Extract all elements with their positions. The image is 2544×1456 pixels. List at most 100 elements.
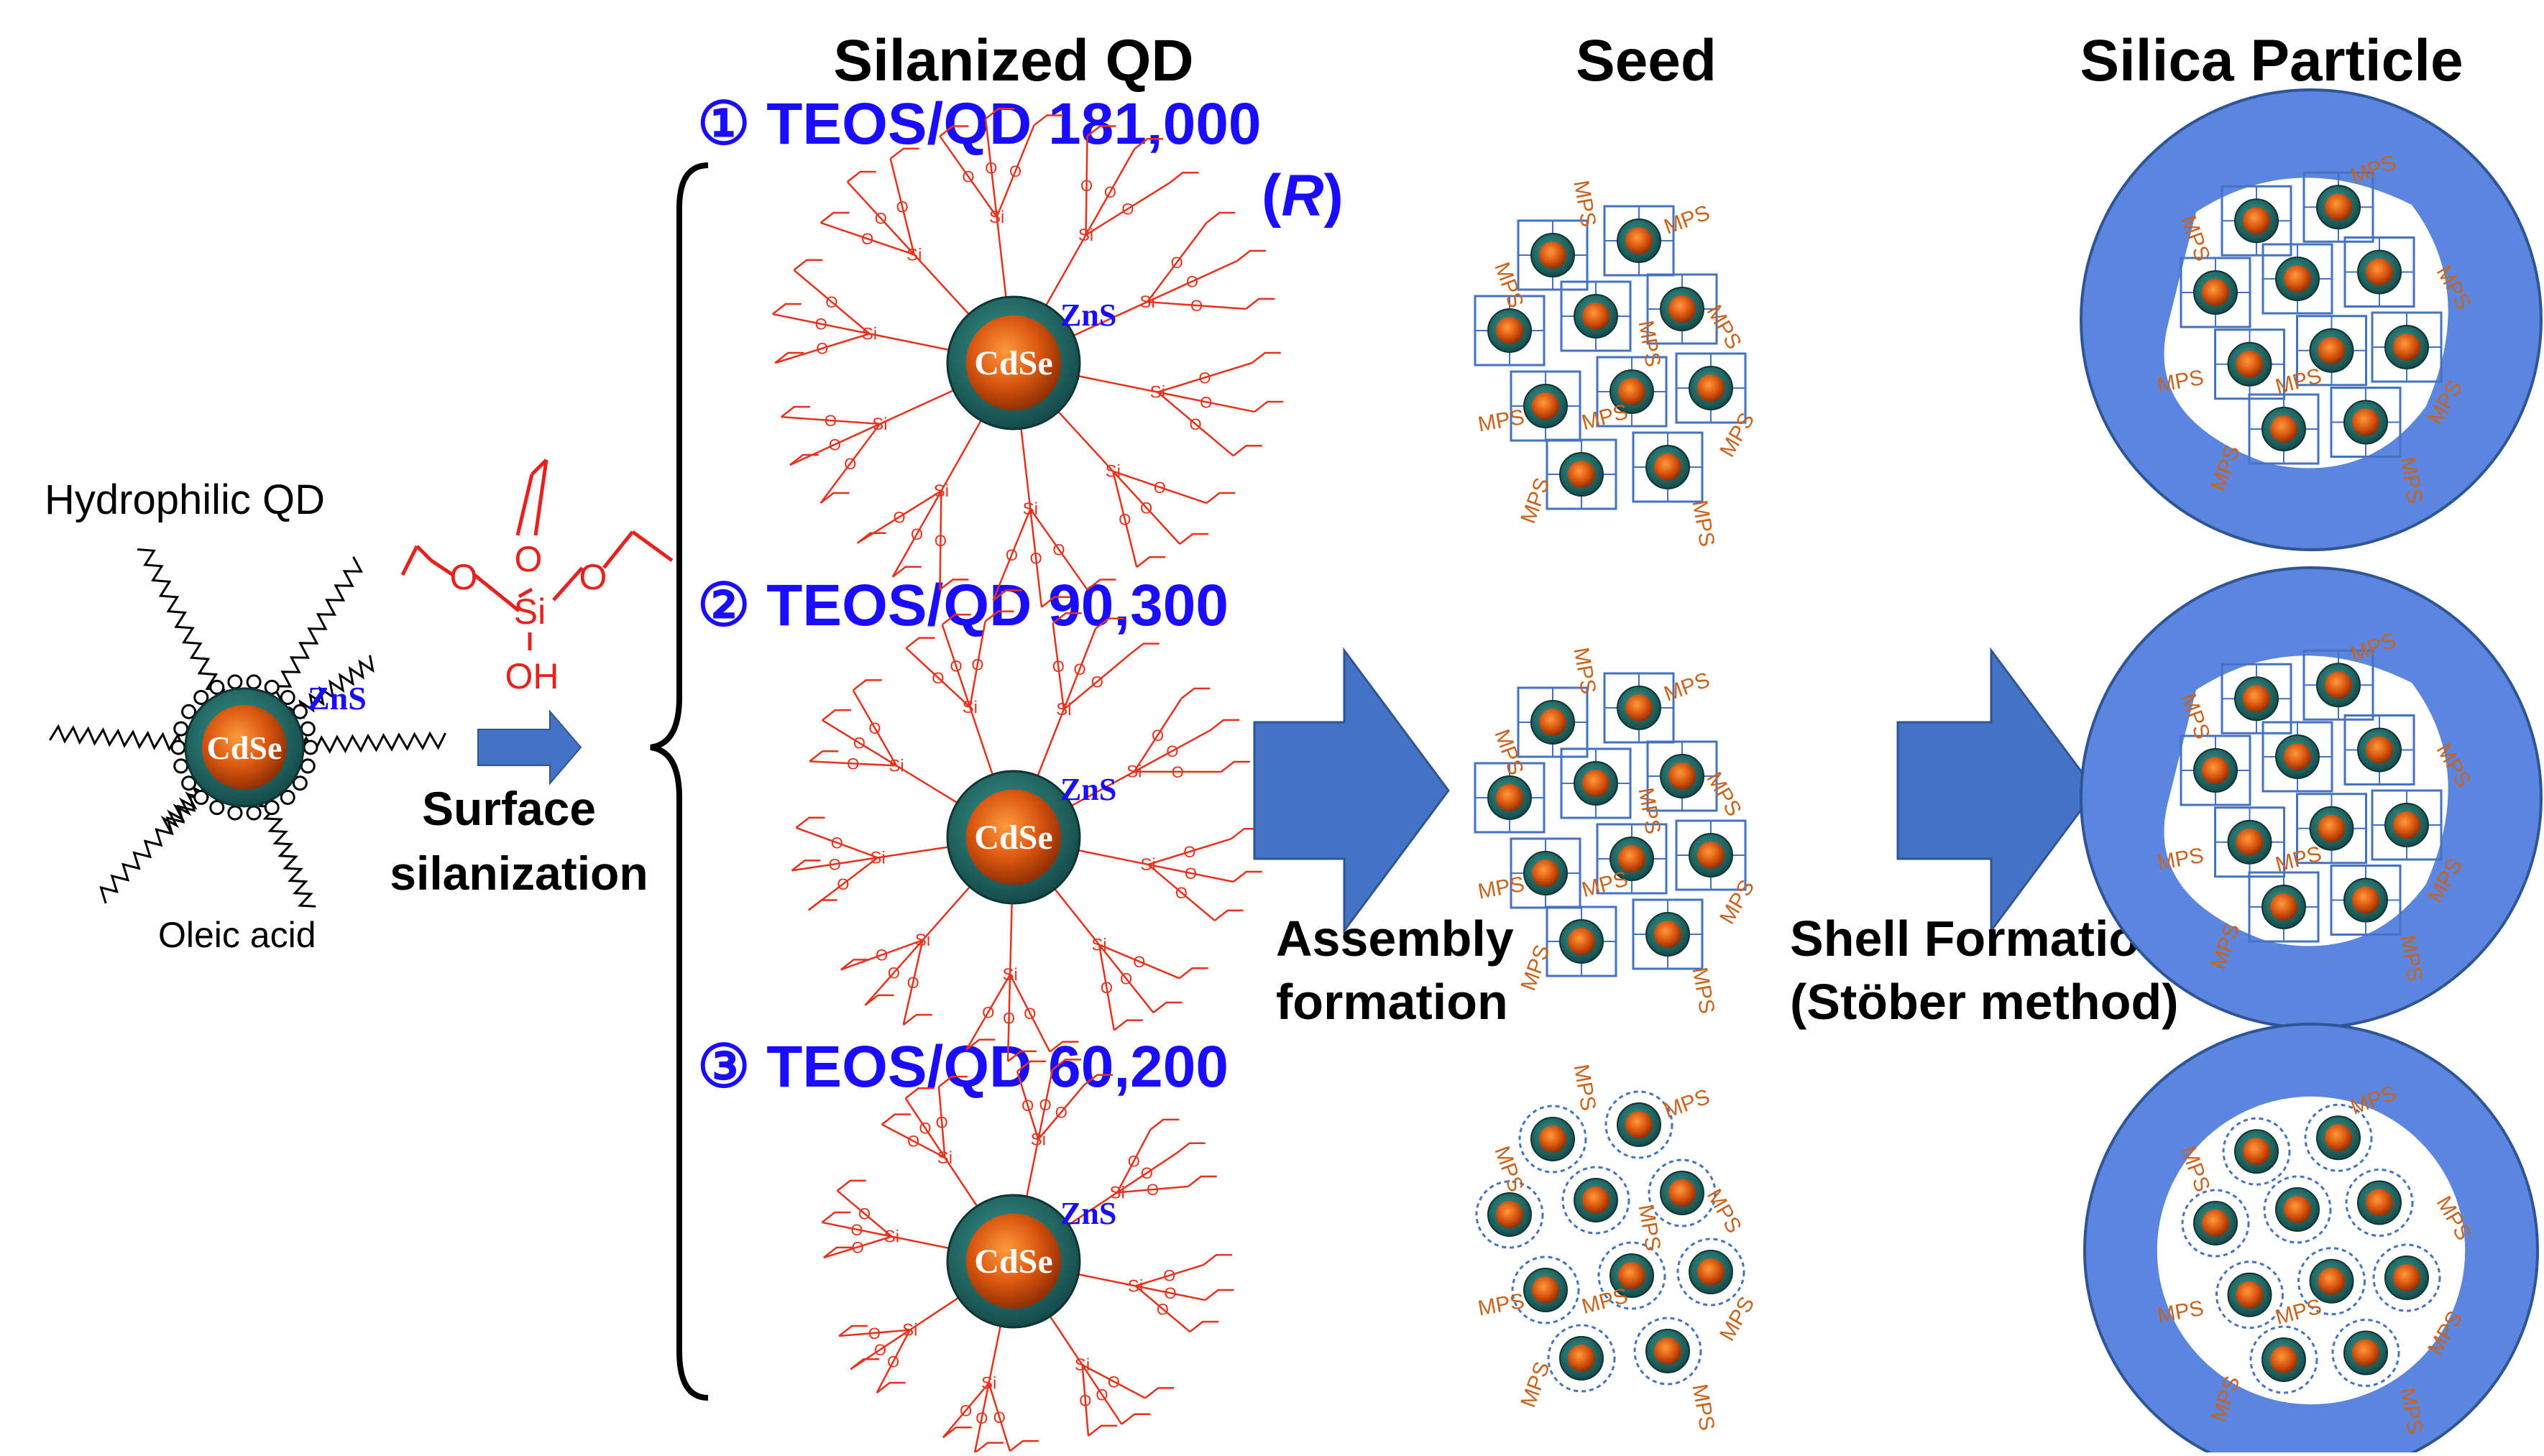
cdse-core: [1668, 762, 1696, 790]
o-atom: O: [982, 1003, 994, 1021]
si-o-bond: [997, 217, 1006, 298]
cdse-core: [1496, 1201, 1523, 1228]
o-atom: O: [1190, 297, 1203, 315]
zns-label: ZnS: [1060, 1196, 1116, 1231]
teos-o-left: O: [450, 557, 478, 597]
ethyl-group: [1215, 911, 1244, 921]
cdse-core: [2236, 351, 2264, 378]
o-atom: O: [876, 946, 888, 964]
o-atom: O: [1120, 970, 1132, 988]
mps-label: MPS: [1702, 768, 1746, 821]
cdse-core: [1539, 709, 1566, 736]
o-atom: O: [825, 412, 837, 430]
o-atom: O: [887, 1353, 899, 1370]
o-atom: O: [861, 230, 873, 248]
ethyl-group: [1136, 557, 1165, 567]
o-atom: O: [1175, 884, 1188, 902]
cdse-core: [2243, 207, 2270, 234]
teos-qd-90300-label: ② TEOS/QD 90,300: [697, 573, 1229, 638]
silanized-qd-1: SiOOOSiOOOSiOOOSiOOOSiOOOSiOOOSiOOOSiOOO…: [773, 109, 1283, 607]
o-atom: O: [888, 964, 900, 982]
o-atom: O: [1052, 540, 1065, 558]
si-o-bond: [878, 847, 948, 858]
zns-label: ZnS: [1060, 298, 1116, 333]
o-atom: O: [907, 974, 919, 992]
o-atom: O: [1073, 660, 1085, 678]
cdse-core: [1568, 461, 1595, 488]
cdse-core: [1496, 784, 1523, 811]
mps-label: MPS: [1633, 1202, 1665, 1253]
o-atom: O: [1186, 273, 1198, 291]
o-atom: O: [1108, 1373, 1120, 1391]
cdse-core: [2243, 685, 2270, 712]
si-o-bond: [880, 390, 953, 424]
o-atom: O: [1104, 183, 1116, 201]
ethyl-group: [1180, 968, 1208, 978]
cdse-core: [1654, 453, 1681, 481]
o-atom: O: [1052, 658, 1065, 676]
o-atom: O: [993, 1409, 1006, 1427]
o-atom: O: [831, 834, 843, 852]
mps-label: MPS: [1516, 942, 1554, 994]
mps-label: MPS: [1569, 1062, 1600, 1112]
cdse-core: [2284, 265, 2311, 292]
cdse-core: [2366, 259, 2393, 286]
o-atom: O: [935, 532, 947, 550]
mps-label: MPS: [1702, 301, 1746, 354]
ligand-head: [211, 801, 224, 814]
o-atom: O: [1079, 1392, 1091, 1410]
o-atom: O: [853, 734, 865, 752]
ligand-head: [175, 722, 188, 735]
cdse-core: [2352, 409, 2379, 436]
surface-silanization-arrow: [478, 711, 581, 783]
mps-label: MPS: [1633, 785, 1665, 836]
ethyl-group: [1221, 762, 1250, 772]
cdse-core: [1496, 317, 1523, 344]
o-atom: O: [1157, 1300, 1169, 1318]
ethyl-group: [1211, 720, 1239, 730]
o-atom: O: [932, 669, 944, 687]
o-atom: O: [1140, 499, 1152, 517]
mps-label: MPS: [1633, 318, 1665, 369]
silanized-qd-2: SiOOOSiOOOSiOOOSiOOOSiOOOSiOOOSiOOOSiOOO…: [791, 612, 1262, 1061]
mps-label: MPS: [1489, 1143, 1528, 1195]
o-atom: O: [1171, 254, 1183, 272]
si-o-bond: [970, 707, 992, 775]
mps-label: MPS: [1516, 475, 1554, 527]
o-atom: O: [1172, 763, 1184, 781]
oleic-acid-label: Oleic acid: [158, 915, 316, 955]
cdse-core: [1668, 295, 1696, 323]
ethyl-group: [1131, 644, 1160, 654]
o-atom: O: [816, 340, 828, 358]
cdse-core: [1697, 1258, 1725, 1286]
ethyl-group: [822, 1212, 850, 1222]
o-atom: O: [852, 1238, 864, 1256]
ligand-head: [247, 676, 260, 688]
o-atom: O: [829, 436, 841, 453]
o-atom: O: [1119, 510, 1131, 528]
o-atom: O: [1133, 953, 1145, 971]
ethyl-group: [809, 751, 838, 761]
cdse-core: [1625, 694, 1653, 722]
seed-core-region: [2157, 1097, 2465, 1404]
ligand-head: [247, 806, 260, 819]
ethyl-group: [1181, 688, 1210, 699]
ligand-head: [211, 681, 224, 694]
mps-label: MPS: [1579, 867, 1630, 902]
cdse-label: CdSe: [974, 819, 1052, 857]
cdse-core: [1582, 770, 1609, 797]
o-atom: O: [963, 168, 975, 186]
o-atom: O: [1055, 1104, 1067, 1122]
si-o-bond: [870, 333, 949, 349]
si-atom: Si: [963, 698, 978, 717]
cdse-core: [1625, 227, 1653, 254]
si-o-bond: [1010, 903, 1012, 974]
ethyl-group: [1234, 446, 1262, 456]
hydrophilic-qd-label: Hydrophilic QD: [45, 476, 325, 523]
